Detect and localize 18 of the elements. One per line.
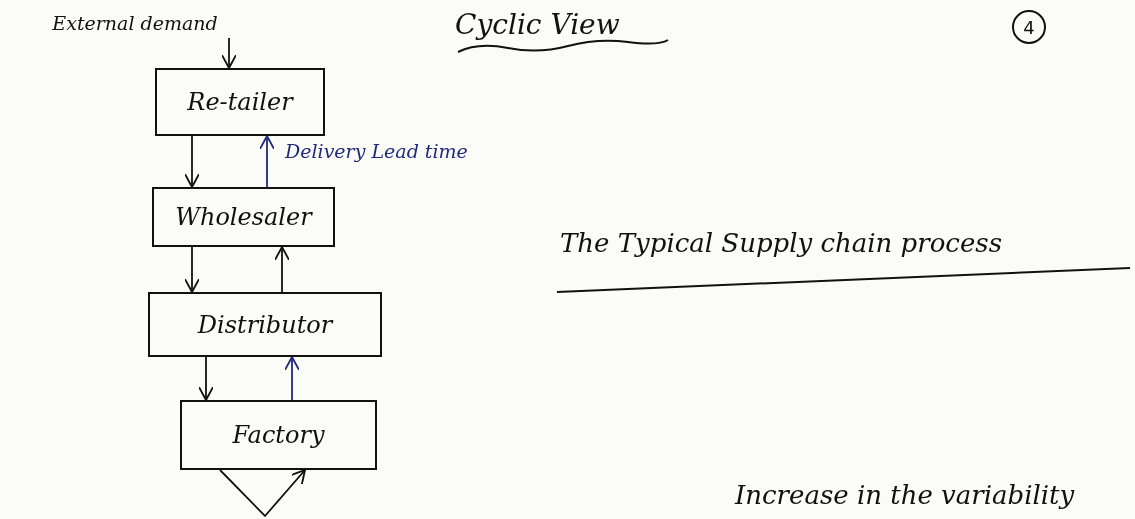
arrow [184,135,200,188]
edge-label: Delivery Lead time [285,140,468,162]
arrow [259,135,275,188]
arrow [221,37,237,69]
arrow [274,246,290,293]
heading-note: The Typical Supply chain process [560,228,1002,258]
arrow [198,356,214,401]
process-box: Factory [180,400,377,470]
title: Cyclic View [455,8,620,41]
note: Increase in the variability [735,480,1075,510]
process-box: Re-tailer [155,68,325,136]
page-number: 4 [1012,10,1046,44]
process-box: Wholesaler [152,187,335,247]
arrow [184,246,200,293]
process-box: Distributor [148,292,382,357]
arrow [219,469,306,518]
input-label: External demand [10,8,260,38]
arrow [284,356,300,401]
